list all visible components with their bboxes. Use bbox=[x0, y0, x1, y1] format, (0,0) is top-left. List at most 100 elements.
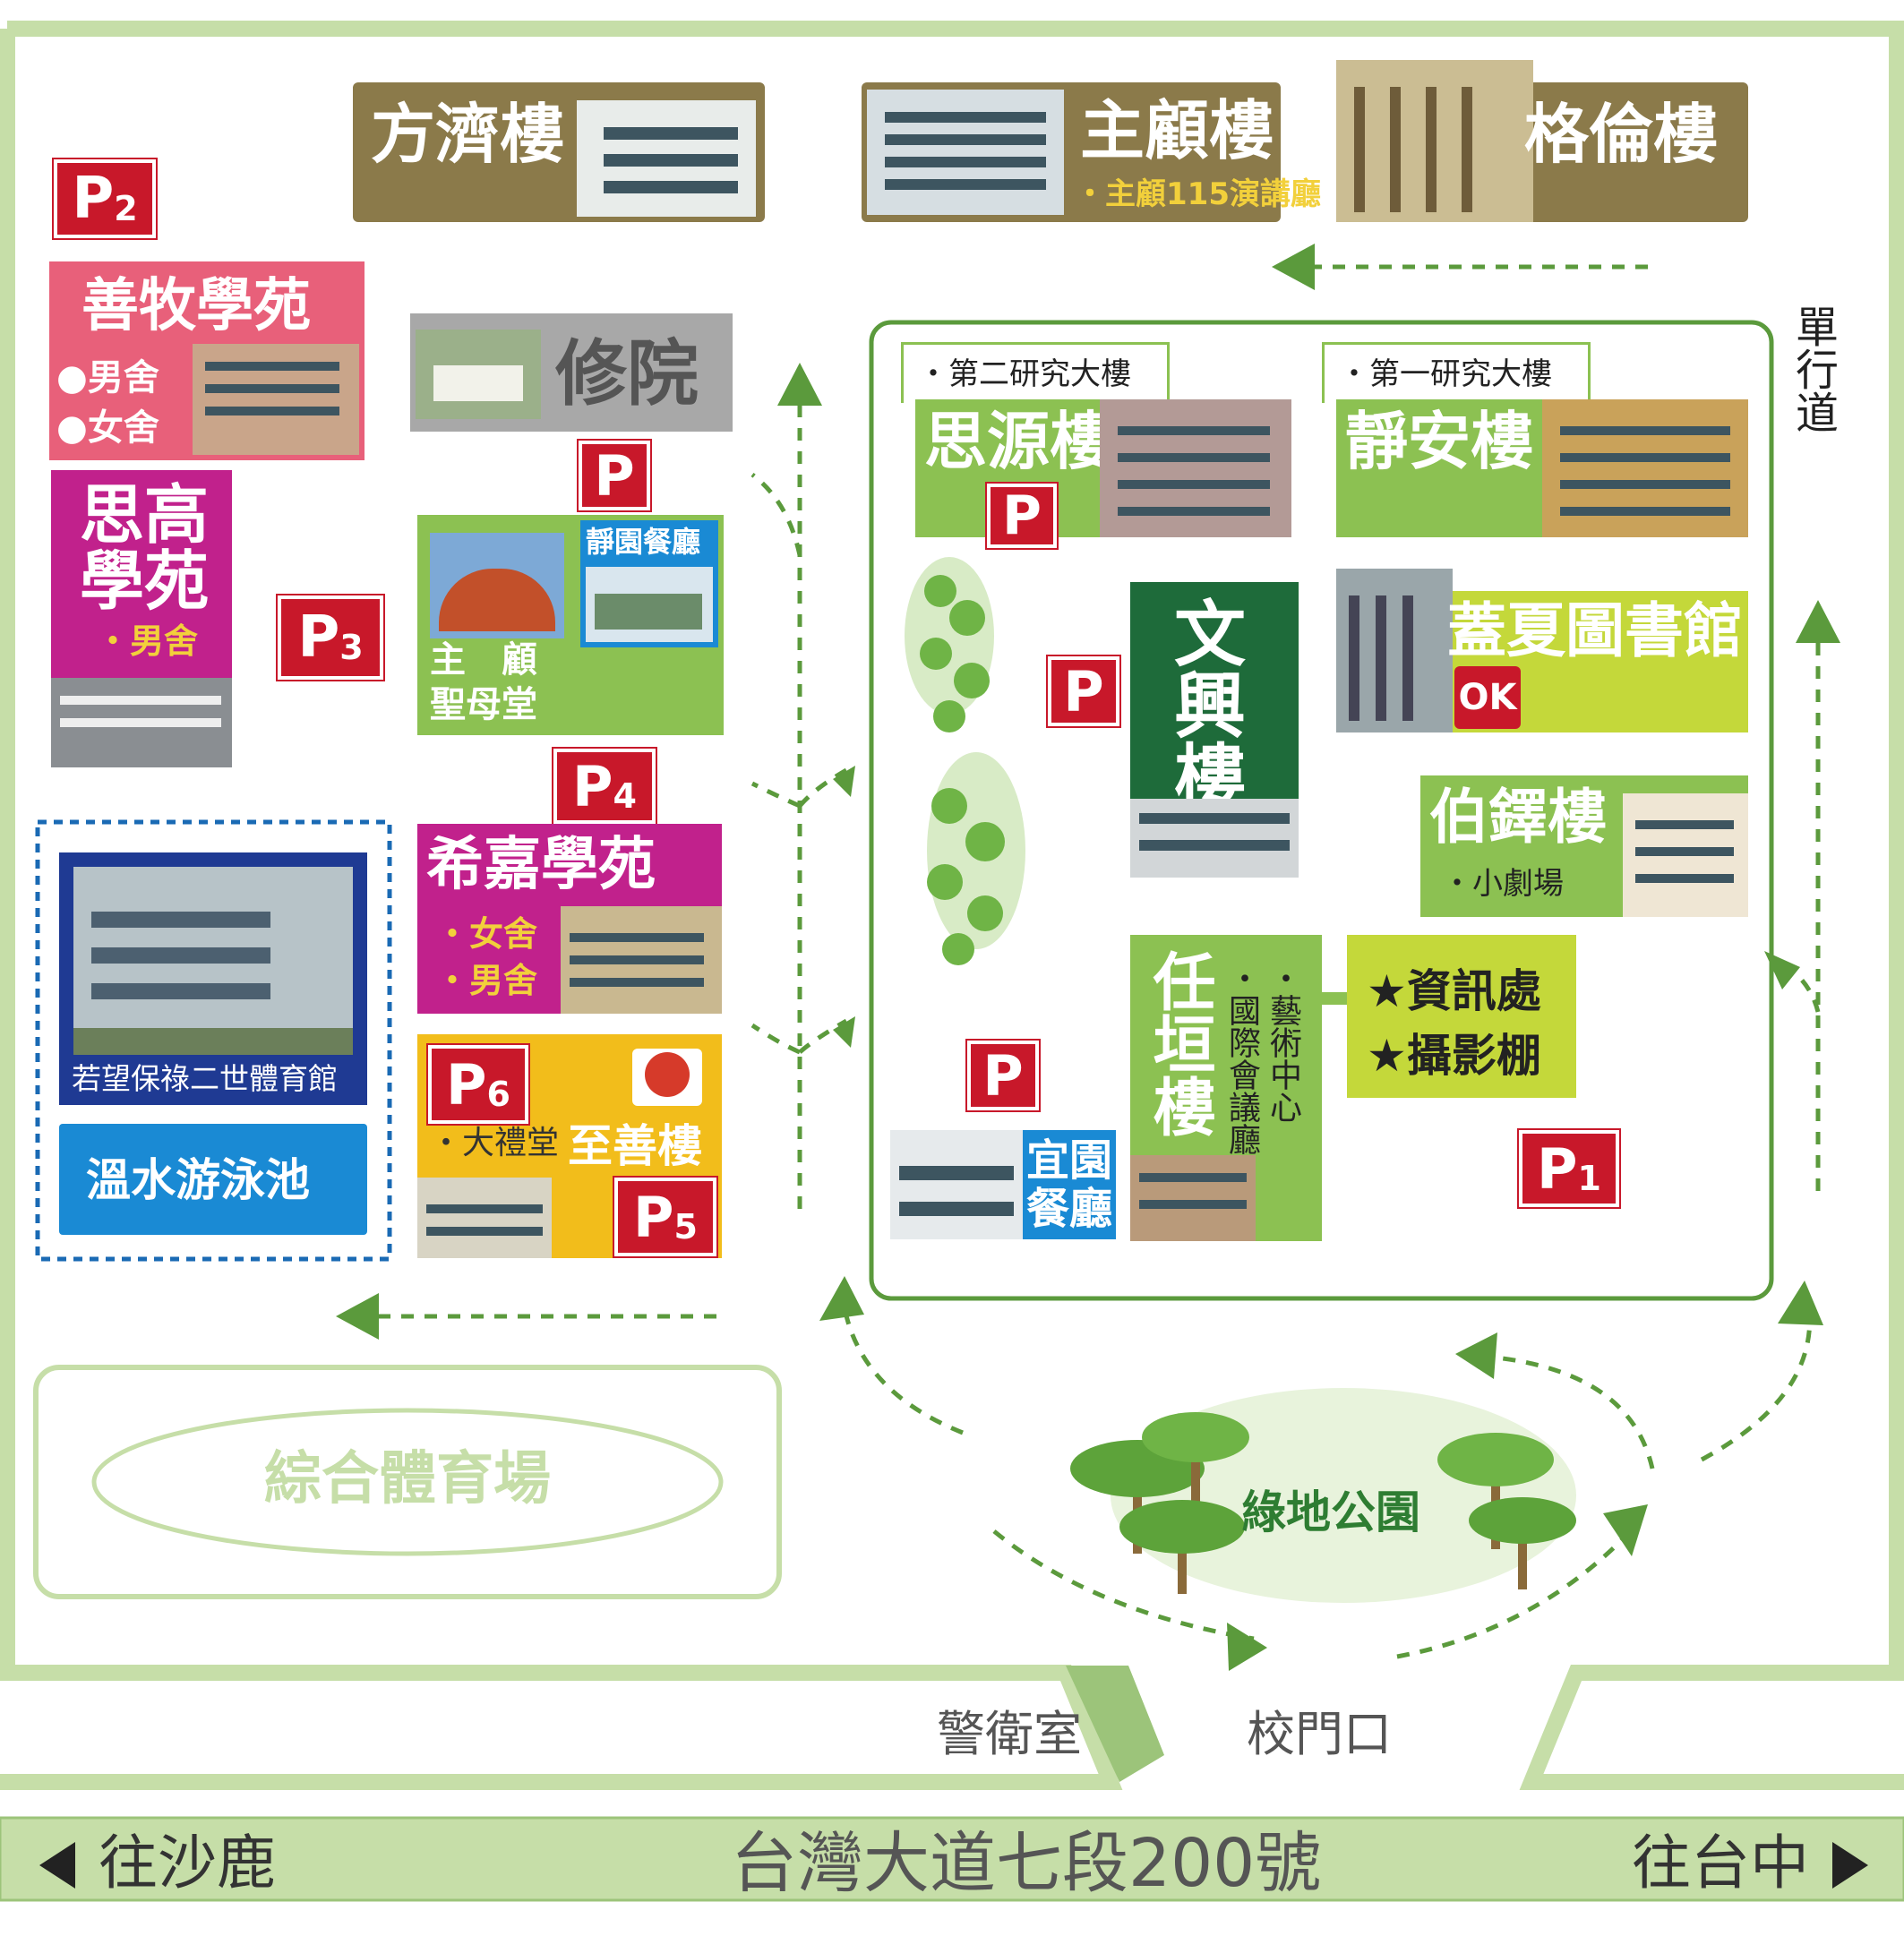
building-fangji-photo bbox=[577, 100, 756, 217]
building-zhishan-auditorium: ・大禮堂 bbox=[430, 1125, 560, 1161]
parking-wenxing-letter: P bbox=[1063, 658, 1104, 724]
building-jingan-label: 靜安樓 bbox=[1345, 405, 1533, 478]
tab-research2-label: ・第二研究大樓 bbox=[918, 356, 1131, 392]
dorm-shanmu-male: ●男舍 bbox=[56, 357, 159, 398]
dorm-shanmu-label: 善牧學苑 bbox=[81, 273, 311, 339]
dorm-shanmu[interactable]: 善牧學苑 ●男舍 ●女舍 bbox=[49, 261, 365, 460]
building-zhugu-sub: ・主顧115演講廳 bbox=[1075, 176, 1321, 212]
ok-store-label: OK bbox=[1458, 677, 1517, 718]
parking-xiuyuan[interactable]: P bbox=[579, 441, 650, 510]
building-renyuan-sub1: ・國際會議廳 bbox=[1223, 962, 1260, 1155]
building-wenxing-label: 文興樓 bbox=[1162, 596, 1246, 811]
dorm-sigao-photo bbox=[51, 678, 232, 767]
building-jingan-photo bbox=[1542, 399, 1748, 537]
chapel-zhugu[interactable]: 主 顧 聖母堂 靜園餐廳 bbox=[417, 515, 724, 735]
parking-renyuan-letter: P bbox=[982, 1042, 1024, 1109]
ok-store-badge[interactable]: OK bbox=[1454, 666, 1521, 729]
parking-p5-letter: P bbox=[633, 1184, 674, 1250]
dorm-xijia-male: ・男舍 bbox=[435, 961, 538, 1000]
building-xiuyuan-label: 修院 bbox=[555, 332, 699, 415]
building-wenxing[interactable]: 文興樓 bbox=[1130, 582, 1299, 878]
building-siyuan-label: 思源樓 bbox=[924, 405, 1112, 478]
one-way-label: 單行道 bbox=[1788, 304, 1838, 433]
building-zhugu[interactable]: 主顧樓 ・主顧115演講廳 bbox=[862, 82, 1321, 222]
direction-taichung[interactable]: 往台中 bbox=[1632, 1829, 1809, 1897]
building-wenxing-photo bbox=[1130, 799, 1299, 878]
info-office-block[interactable]: ★資訊處 ★攝影棚 bbox=[1347, 935, 1576, 1098]
parking-p3-letter: P bbox=[297, 604, 340, 671]
parking-p6-letter: P bbox=[446, 1051, 487, 1118]
green-park-label[interactable]: 綠地公園 bbox=[1241, 1486, 1420, 1538]
school-gate-label: 校門口 bbox=[1247, 1706, 1392, 1762]
building-renyuan-sub2: ・藝術中心 bbox=[1265, 962, 1301, 1123]
parking-p1-num: 1 bbox=[1577, 1159, 1601, 1198]
parking-xiuyuan-letter: P bbox=[594, 442, 635, 509]
dorm-sigao-sub: ・男舍 bbox=[96, 621, 199, 661]
stadium-label[interactable]: 綜合體育場 bbox=[264, 1446, 551, 1512]
building-gelun[interactable]: 格倫樓 bbox=[1336, 60, 1748, 222]
library-gaixia-label: 蓋夏圖書館 bbox=[1447, 596, 1743, 665]
tab-research1: ・第一研究大樓 bbox=[1322, 342, 1591, 403]
building-siyuan[interactable]: 思源樓 P bbox=[915, 399, 1291, 548]
building-renyuan-label: 任垣樓 bbox=[1143, 949, 1216, 1137]
guard-room-label: 警衛室 bbox=[937, 1706, 1082, 1762]
parking-renyuan[interactable]: P bbox=[967, 1041, 1039, 1110]
dorm-sigao-line1: 思高 bbox=[80, 477, 210, 553]
gym-johnpaul[interactable]: 若望保祿二世體育館 bbox=[59, 852, 367, 1105]
info-office-label: ★資訊處 bbox=[1367, 965, 1541, 1017]
parking-p3-num: 3 bbox=[339, 628, 364, 667]
pool-label: 溫水游泳池 bbox=[86, 1154, 310, 1206]
road-left-arrow-icon bbox=[39, 1842, 75, 1889]
dorm-xijia-female: ・女舍 bbox=[435, 914, 538, 954]
building-boduo-sub: ・小劇場 bbox=[1442, 866, 1564, 902]
building-zhishan-label: 至善樓 bbox=[568, 1120, 702, 1172]
building-boduo[interactable]: 伯鐸樓 ・小劇場 bbox=[1420, 775, 1748, 917]
restaurant-yiyuan[interactable]: 宜園 餐廳 bbox=[890, 1130, 1116, 1239]
building-fangji-label: 方濟樓 bbox=[371, 97, 565, 172]
parking-siyuan[interactable]: P bbox=[987, 484, 1057, 548]
dorm-xijia-photo bbox=[561, 906, 722, 1014]
chapel-line2: 聖母堂 bbox=[430, 684, 537, 725]
building-siyuan-photo bbox=[1100, 399, 1291, 537]
chapel-line1: 主 顧 bbox=[430, 639, 537, 681]
building-renyuan[interactable]: 任垣樓 ・國際會議廳 ・藝術中心 bbox=[1130, 935, 1322, 1241]
dorm-xijia-label: 希嘉學苑 bbox=[426, 832, 656, 898]
pool-heated[interactable]: 溫水游泳池 bbox=[59, 1124, 367, 1235]
dorm-shanmu-photo bbox=[193, 344, 359, 455]
road-right-arrow-icon bbox=[1832, 1842, 1868, 1889]
parking-p2-letter: P bbox=[72, 166, 115, 232]
building-zhugu-photo bbox=[867, 90, 1064, 215]
logo-seal-icon bbox=[632, 1049, 702, 1106]
parking-p4-num: 4 bbox=[613, 776, 637, 816]
tab-research2: ・第二研究大樓 bbox=[901, 342, 1170, 403]
building-fangji[interactable]: 方濟樓 bbox=[353, 82, 765, 222]
dorm-sigao[interactable]: 思高 學苑 ・男舍 bbox=[51, 470, 232, 767]
building-jingan[interactable]: 靜安樓 bbox=[1336, 399, 1748, 537]
building-gelun-photo bbox=[1336, 60, 1533, 222]
building-boduo-label: 伯鐸樓 bbox=[1429, 783, 1607, 852]
direction-shalu[interactable]: 往沙鹿 bbox=[99, 1829, 276, 1897]
parking-p6-num: 6 bbox=[486, 1075, 510, 1114]
building-xiuyuan[interactable]: 修院 bbox=[410, 313, 733, 432]
restaurant-yiyuan-line1: 宜園 bbox=[1026, 1135, 1113, 1186]
tab-research1-label: ・第一研究大樓 bbox=[1339, 356, 1552, 392]
library-gaixia[interactable]: 蓋夏圖書館 OK bbox=[1336, 569, 1748, 732]
building-xiuyuan-photo bbox=[416, 330, 541, 419]
parking-siyuan-letter: P bbox=[1002, 484, 1042, 547]
parking-wenxing[interactable]: P bbox=[1048, 656, 1119, 726]
building-renyuan-photo bbox=[1130, 1155, 1256, 1241]
parking-p2-num: 2 bbox=[114, 189, 138, 228]
restaurant-jingyuan[interactable]: 靜園餐廳 bbox=[580, 520, 718, 647]
gym-photo bbox=[73, 867, 353, 1055]
parking-p1-letter: P bbox=[1537, 1135, 1578, 1202]
dorm-sigao-line2: 學苑 bbox=[80, 544, 210, 619]
dorm-xijia[interactable]: 希嘉學苑 ・女舍 ・男舍 bbox=[417, 824, 722, 1014]
